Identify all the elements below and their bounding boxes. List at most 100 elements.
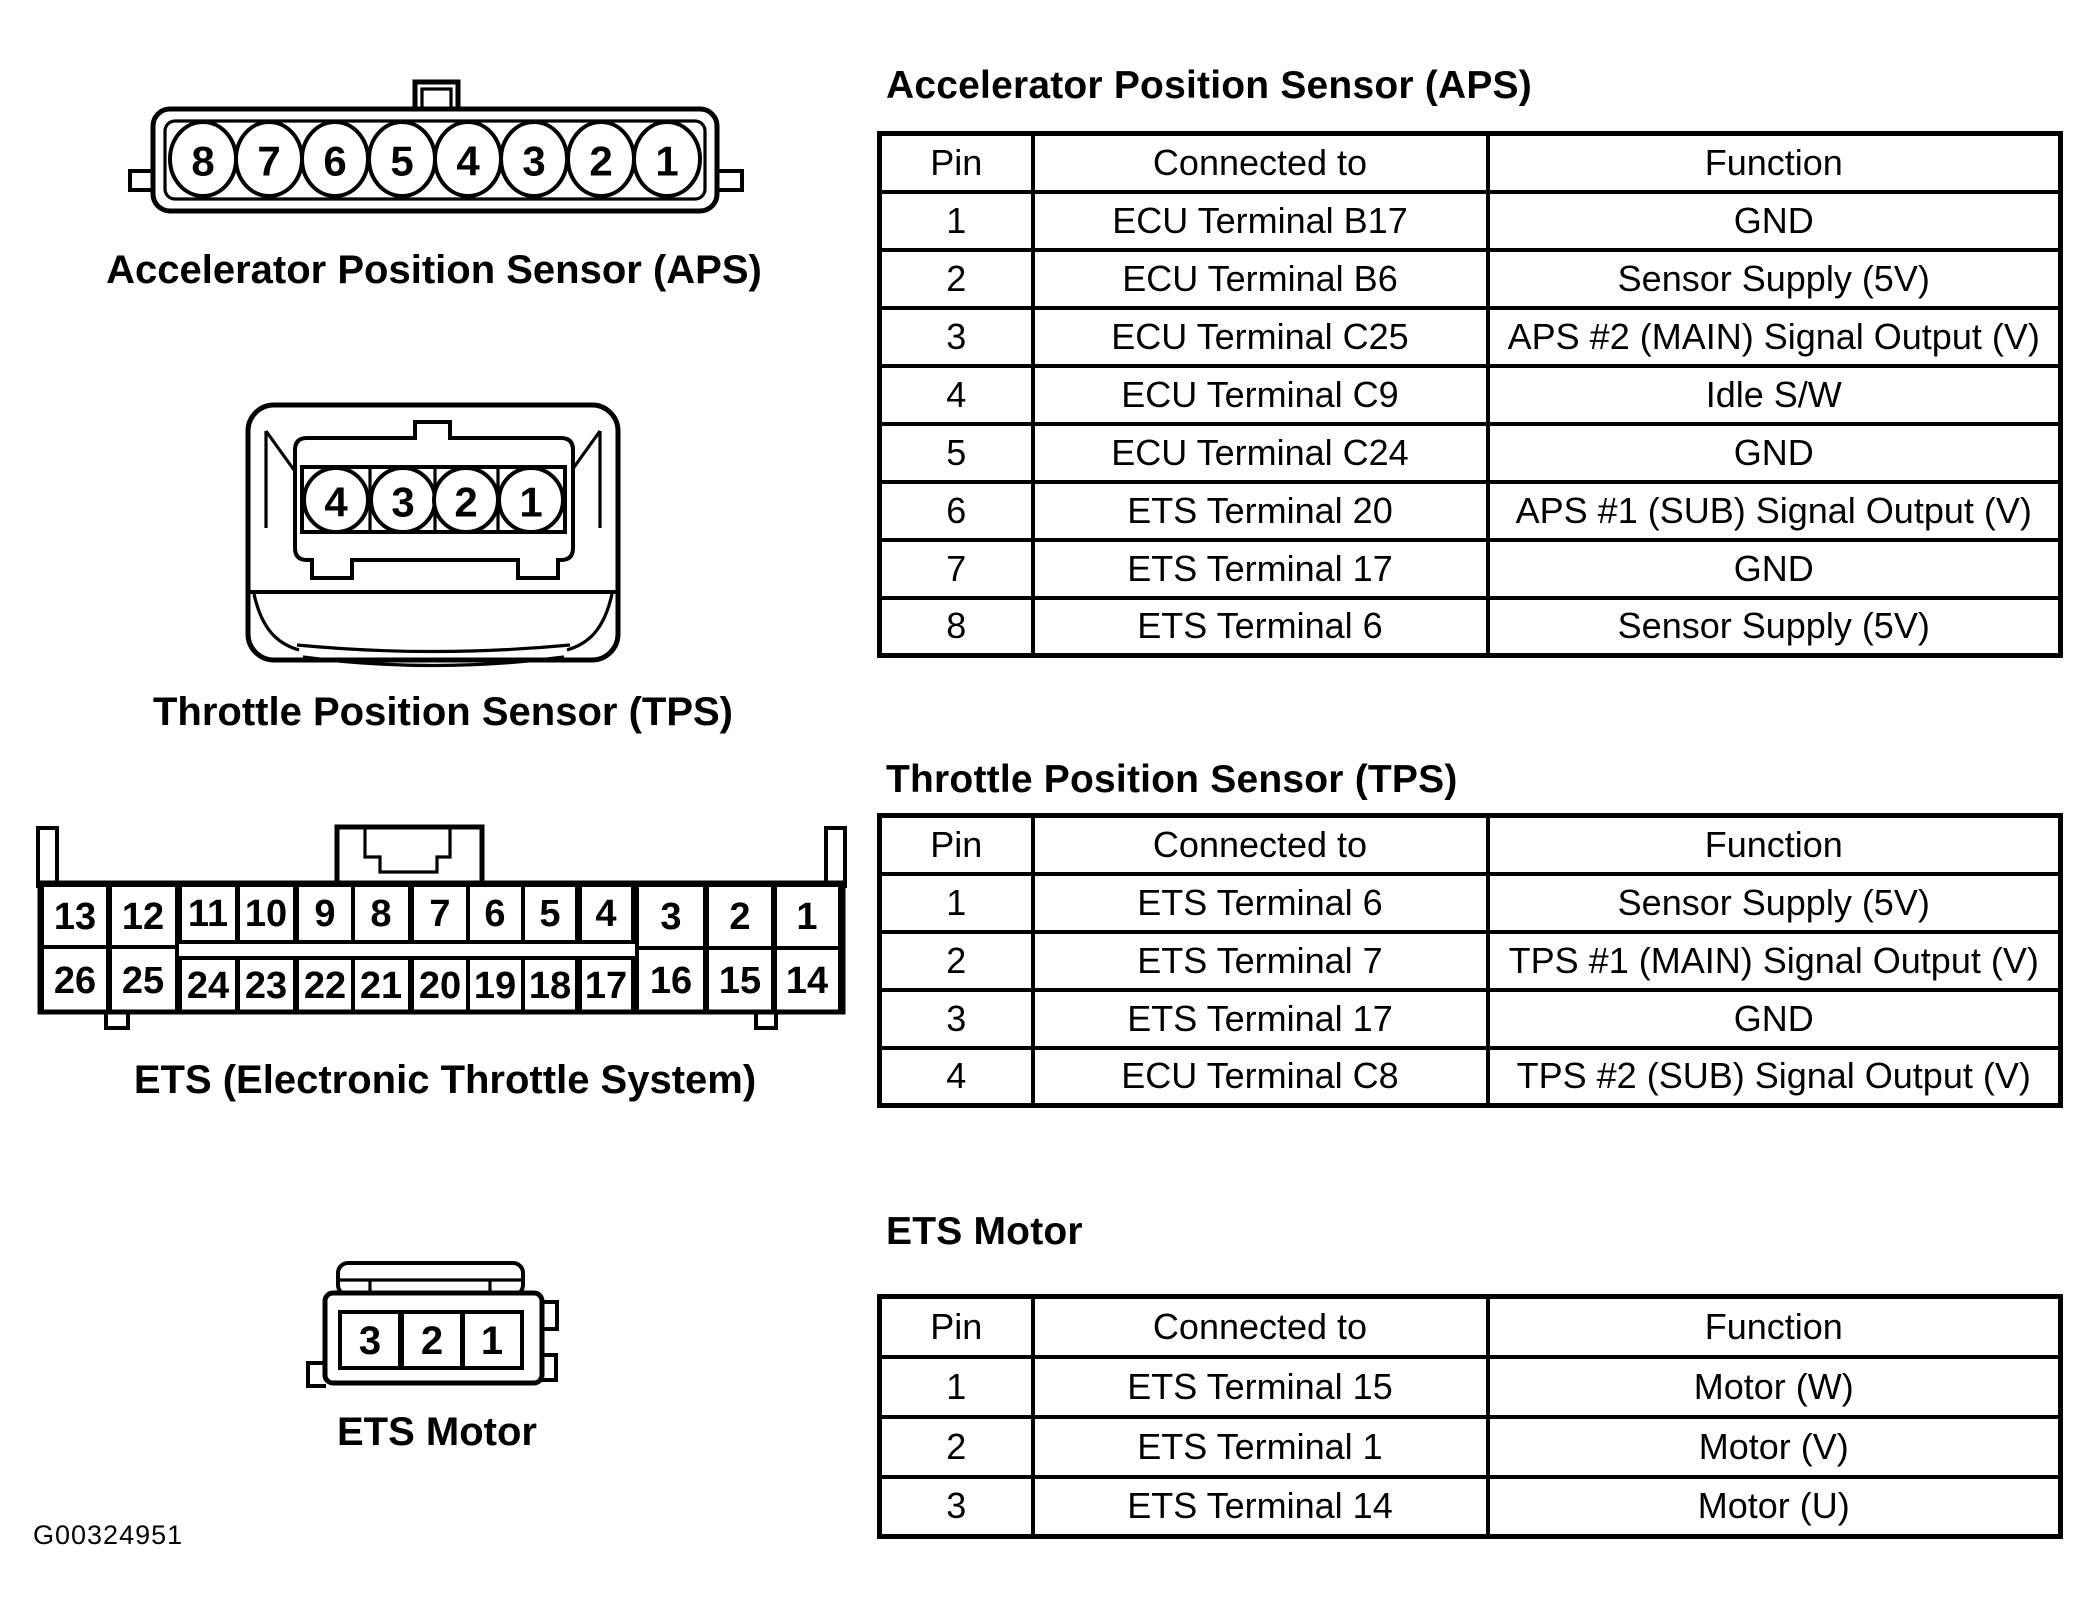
pin-header: Pin: [877, 131, 1035, 194]
tps-pin-number: 3: [391, 479, 414, 526]
aps-pin-number: 3: [522, 138, 545, 185]
table-header-row: Pin Connected to Function: [877, 131, 2063, 194]
connected-to-header: Connected to: [1030, 813, 1490, 876]
connected-to-cell: ETS Terminal 17: [1030, 987, 1490, 1050]
connected-to-cell: ECU Terminal B17: [1030, 189, 1490, 252]
connected-to-cell: ECU Terminal B6: [1030, 247, 1490, 310]
function-cell: Sensor Supply (5V): [1485, 871, 2063, 934]
tps-connector-label: Throttle Position Sensor (TPS): [152, 690, 734, 734]
ets-pin-number: 4: [595, 893, 616, 935]
function-cell: Motor (V): [1485, 1414, 2063, 1479]
connected-to-cell: ETS Terminal 7: [1030, 929, 1490, 992]
connected-to-cell: ETS Terminal 14: [1030, 1474, 1490, 1539]
ets-pin-number: 20: [419, 965, 461, 1007]
function-cell: GND: [1485, 987, 2063, 1050]
aps-connector-label: Accelerator Position Sensor (APS): [106, 248, 762, 292]
ets-top-left-tab: [36, 826, 59, 888]
function-cell: Motor (W): [1485, 1354, 2063, 1419]
connected-to-cell: ETS Terminal 15: [1030, 1354, 1490, 1419]
tps-connector-diagram: 4 3 2 1: [245, 402, 621, 668]
ets-motor-body: [322, 1290, 545, 1386]
ets-motor-foot: [306, 1361, 326, 1388]
pin-cell: 2: [877, 929, 1035, 992]
connected-to-cell: ECU Terminal C25: [1030, 305, 1490, 368]
ets-pin-cell: [773, 946, 842, 1014]
pin-cell: 7: [877, 537, 1035, 600]
ets-pin-number: 5: [539, 893, 560, 935]
pin-cell: 4: [877, 1045, 1035, 1108]
pin-header: Pin: [877, 1294, 1035, 1359]
tps-table-title: Throttle Position Sensor (TPS): [886, 758, 1458, 801]
ets-motor-pin-number: 2: [421, 1319, 443, 1363]
ets-pin-number: 1: [796, 896, 817, 938]
ets-pin-number: 19: [474, 965, 516, 1007]
ets-right-foot: [754, 1012, 778, 1030]
connected-to-cell: ECU Terminal C24: [1030, 421, 1490, 484]
ets-pin-cell: [521, 883, 579, 944]
pin-cell: 5: [877, 421, 1035, 484]
ets-pin-number: 22: [304, 965, 346, 1007]
function-cell: Sensor Supply (5V): [1485, 595, 2063, 658]
pin-cell: 4: [877, 363, 1035, 426]
function-cell: Idle S/W: [1485, 363, 2063, 426]
aps-pin-number: 1: [655, 138, 678, 185]
function-cell: APS #2 (MAIN) Signal Output (V): [1485, 305, 2063, 368]
ets-left-foot: [104, 1012, 130, 1030]
tps-pin-circle: [497, 466, 565, 534]
ets-pin-number: 8: [370, 893, 391, 935]
function-header: Function: [1485, 131, 2063, 194]
ets-connector-label: ETS (Electronic Throttle System): [133, 1058, 757, 1102]
ets-pin-number: 13: [54, 896, 96, 938]
ets-motor-connector-label: ETS Motor: [337, 1410, 537, 1454]
connected-to-cell: ETS Terminal 6: [1030, 871, 1490, 934]
function-cell: GND: [1485, 537, 2063, 600]
connected-to-header: Connected to: [1030, 131, 1490, 194]
ets-pin-number: 11: [188, 893, 228, 935]
connected-to-cell: ECU Terminal C8: [1030, 1045, 1490, 1108]
ets-motor-pin-number: 1: [481, 1319, 503, 1363]
ets-pin-number: 12: [122, 896, 164, 938]
ets-pin-number: 15: [719, 960, 761, 1002]
ets-pin-cell: [578, 883, 635, 944]
ets-pin-number: 26: [54, 960, 96, 1002]
ets-pin-cell: [108, 945, 179, 1014]
aps-pin-number: 2: [589, 138, 612, 185]
aps-pin-number: 8: [191, 138, 214, 185]
connected-to-cell: ETS Terminal 1: [1030, 1414, 1490, 1479]
tps-pin-number: 4: [324, 479, 348, 526]
pin-cell: 1: [877, 871, 1035, 934]
ets-pin-number: 17: [585, 965, 627, 1007]
ets-pin-number: 10: [245, 893, 287, 935]
table-header-row: Pin Connected to Function: [877, 1294, 2063, 1359]
ets-top-right-tab: [824, 826, 847, 888]
table-header-row: Pin Connected to Function: [877, 813, 2063, 876]
ets-pin-number: 23: [245, 965, 287, 1007]
connected-to-cell: ETS Terminal 17: [1030, 537, 1490, 600]
pin-header: Pin: [877, 813, 1035, 876]
ets-pin-cell: [578, 956, 635, 1014]
tps-left-foot: [310, 558, 354, 580]
connected-to-cell: ECU Terminal C9: [1030, 363, 1490, 426]
aps-table-title: Accelerator Position Sensor (APS): [886, 64, 1532, 107]
ets-pin-number: 16: [650, 960, 692, 1002]
function-cell: GND: [1485, 189, 2063, 252]
aps-pin-number: 5: [390, 138, 413, 185]
tps-pin-number: 1: [519, 479, 542, 526]
ets-motor-pin-number: 3: [359, 1319, 381, 1363]
connected-to-header: Connected to: [1030, 1294, 1490, 1359]
function-cell: Sensor Supply (5V): [1485, 247, 2063, 310]
aps-pin-number: 7: [257, 138, 280, 185]
